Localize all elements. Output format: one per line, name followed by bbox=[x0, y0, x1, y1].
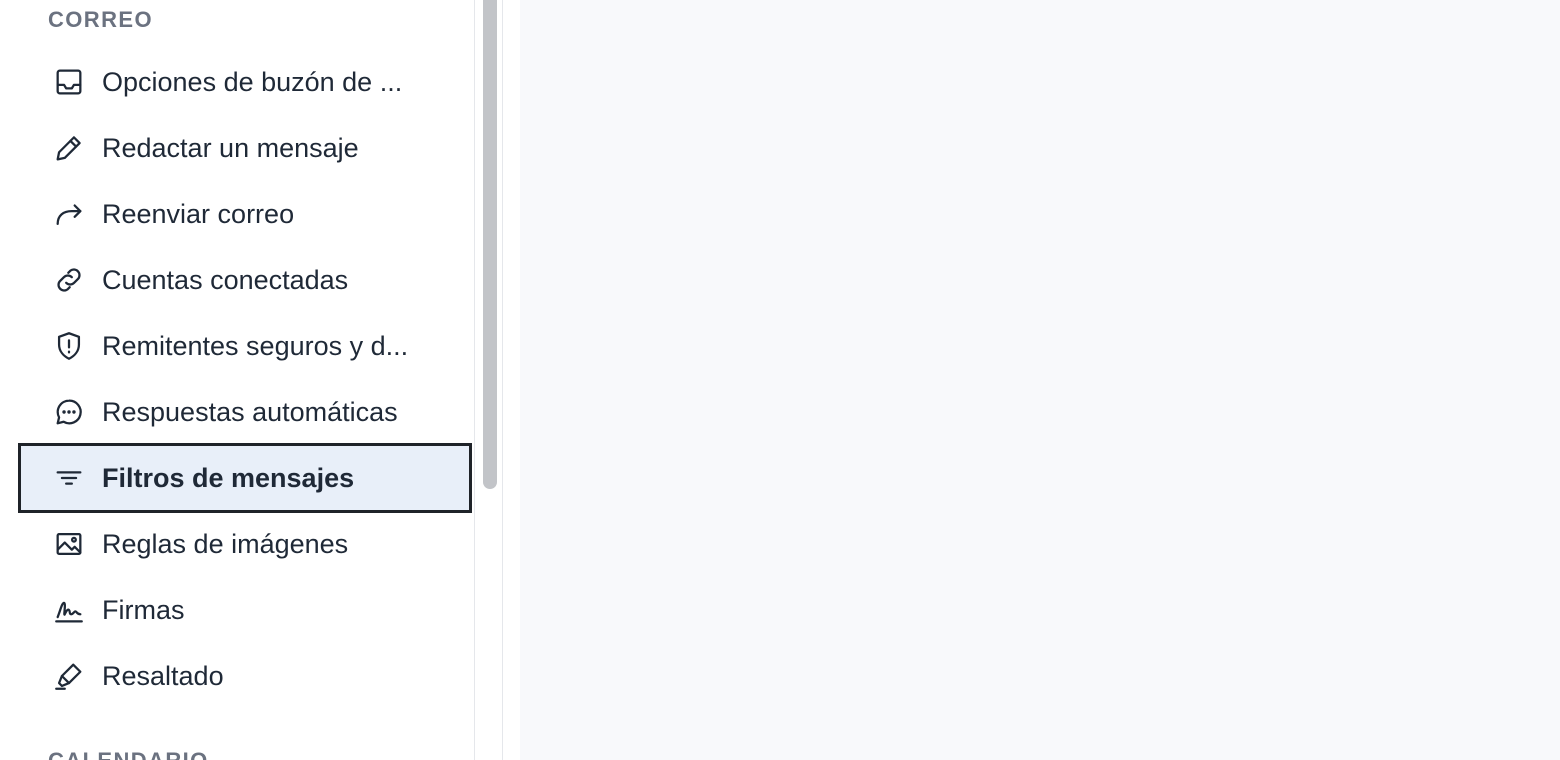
sidebar-item-label: Firmas bbox=[102, 594, 185, 625]
chat-bubble-icon bbox=[52, 395, 86, 429]
sidebar-item-label: Opciones de buzón de ... bbox=[102, 66, 403, 97]
sidebar-item-auto-replies[interactable]: Respuestas automáticas bbox=[20, 379, 470, 445]
sidebar-item-mailbox-options[interactable]: Opciones de buzón de ... bbox=[20, 49, 470, 115]
sidebar-item-label: Cuentas conectadas bbox=[102, 264, 349, 295]
inbox-icon bbox=[52, 65, 86, 99]
link-icon bbox=[52, 263, 86, 297]
settings-content-pane bbox=[520, 0, 1560, 760]
sidebar-item-signatures[interactable]: Firmas bbox=[20, 577, 470, 643]
sidebar-item-message-filters[interactable]: Filtros de mensajes bbox=[18, 443, 472, 513]
shield-alert-icon bbox=[52, 329, 86, 363]
sidebar-item-connected-accounts[interactable]: Cuentas conectadas bbox=[20, 247, 470, 313]
pencil-icon bbox=[52, 131, 86, 165]
settings-sidebar: CORREO Opciones de buzón de ... Redactar… bbox=[0, 0, 475, 760]
image-icon bbox=[52, 527, 86, 561]
sidebar-item-compose[interactable]: Redactar un mensaje bbox=[20, 115, 470, 181]
mail-settings-list: Opciones de buzón de ... Redactar un men… bbox=[18, 49, 472, 709]
sidebar-item-label: Reenviar correo bbox=[102, 198, 295, 229]
filter-icon bbox=[52, 461, 86, 495]
forward-arrow-icon bbox=[52, 197, 86, 231]
sidebar-item-label: Reglas de imágenes bbox=[102, 528, 349, 559]
section-heading-correo: CORREO bbox=[48, 7, 153, 32]
sidebar-item-label: Remitentes seguros y d... bbox=[102, 330, 409, 361]
sidebar-item-safe-senders[interactable]: Remitentes seguros y d... bbox=[20, 313, 470, 379]
section-heading-calendario: CALENDARIO bbox=[48, 748, 209, 760]
sidebar-scrollbar-thumb[interactable] bbox=[483, 0, 497, 489]
divider bbox=[503, 0, 520, 760]
signature-icon bbox=[52, 593, 86, 627]
sidebar-item-label: Resaltado bbox=[102, 660, 224, 691]
sidebar-item-highlighting[interactable]: Resaltado bbox=[20, 643, 470, 709]
sidebar-item-label: Redactar un mensaje bbox=[102, 132, 359, 163]
sidebar-item-label: Filtros de mensajes bbox=[102, 462, 355, 493]
sidebar-item-image-rules[interactable]: Reglas de imágenes bbox=[20, 511, 470, 577]
sidebar-item-label: Respuestas automáticas bbox=[102, 396, 398, 427]
sidebar-item-forwarding[interactable]: Reenviar correo bbox=[20, 181, 470, 247]
highlighter-icon bbox=[52, 659, 86, 693]
